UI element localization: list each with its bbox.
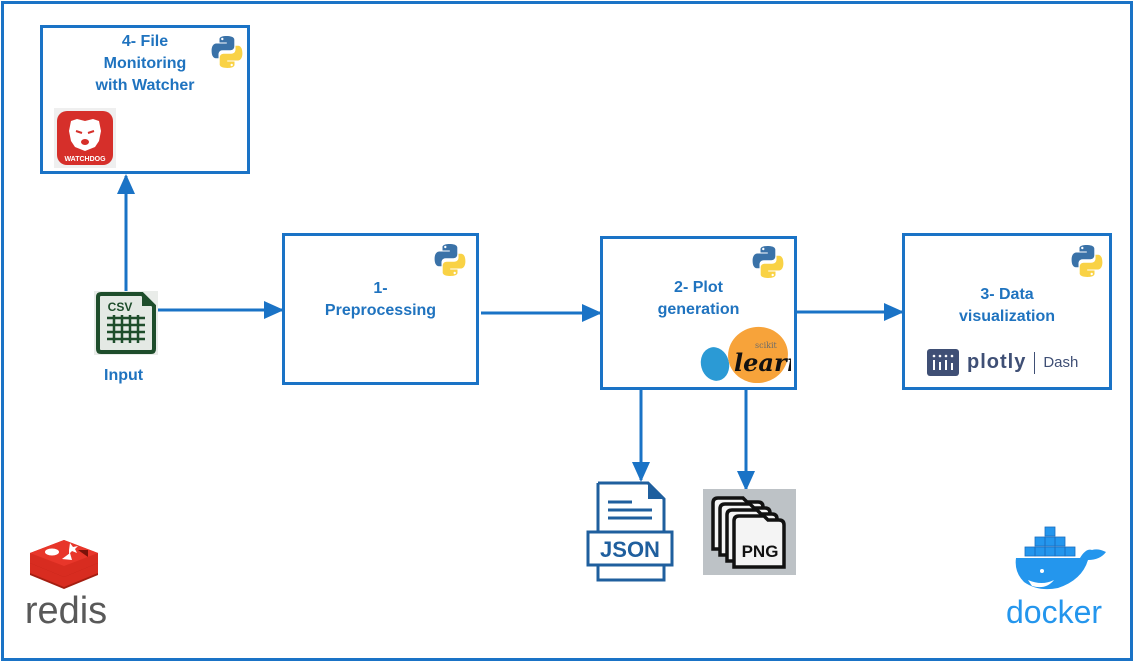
node-data-visualization-title: 3- Data visualization <box>905 284 1109 328</box>
plotly-divider <box>1034 351 1036 374</box>
title-line: 1- <box>373 280 388 297</box>
json-file-icon: JSON <box>586 481 674 582</box>
watchdog-logo-text: WATCHDOG <box>64 156 106 163</box>
learn-text: learn <box>734 348 791 377</box>
python-icon <box>434 244 466 276</box>
title-line: 3- Data <box>980 286 1034 303</box>
node-preprocessing[interactable]: 1- Preprocessing <box>282 233 479 385</box>
plotly-icon <box>927 349 959 376</box>
node-plot-generation-title: 2- Plot generation <box>603 277 794 321</box>
csv-icon-text: CSV <box>108 300 133 314</box>
connector-layer <box>117 174 904 491</box>
dash-text: Dash <box>1043 354 1079 371</box>
python-icon <box>752 246 784 278</box>
node-data-visualization[interactable]: 3- Data visualization plotly Dash <box>902 233 1112 390</box>
input-label: Input <box>104 367 144 384</box>
png-output-files[interactable]: PNG <box>703 489 796 575</box>
json-output-file[interactable]: JSON <box>586 480 676 585</box>
scikit-small-text: scikit <box>755 341 778 350</box>
python-icon <box>211 36 243 68</box>
redis-logo: redis <box>18 533 118 633</box>
docker-logo-text: docker <box>1006 594 1102 630</box>
title-line: Preprocessing <box>324 302 437 319</box>
python-icon <box>1071 245 1103 277</box>
png-files-icon: PNG <box>711 496 786 569</box>
redis-logo-text: redis <box>25 590 107 632</box>
scikit-learn-logo: scikit learn <box>700 326 791 383</box>
title-line: 4- File <box>121 33 169 50</box>
watchdog-icon: WATCHDOG <box>54 108 116 168</box>
docker-logo: docker <box>1002 520 1127 635</box>
title-line: Monitoring <box>103 55 187 72</box>
title-line: with Watcher <box>95 77 195 94</box>
node-plot-generation[interactable]: 2- Plot generation scikit learn <box>600 236 797 390</box>
node-preprocessing-title: 1- Preprocessing <box>285 278 476 322</box>
png-icon-text: PNG <box>742 542 779 561</box>
title-line: 2- Plot <box>674 279 723 296</box>
json-icon-text: JSON <box>600 537 660 562</box>
node-file-monitoring[interactable]: 4- File Monitoring with Watcher WATCHDOG <box>40 25 250 174</box>
node-file-monitoring-title: 4- File Monitoring with Watcher <box>43 31 247 97</box>
input-csv-file[interactable]: CSV <box>94 291 158 355</box>
plotly-dash-logo: plotly Dash <box>927 349 1078 376</box>
csv-file-icon: CSV <box>94 291 158 355</box>
title-line: generation <box>657 301 740 318</box>
title-line: visualization <box>958 308 1056 325</box>
plotly-text: plotly <box>967 351 1027 373</box>
